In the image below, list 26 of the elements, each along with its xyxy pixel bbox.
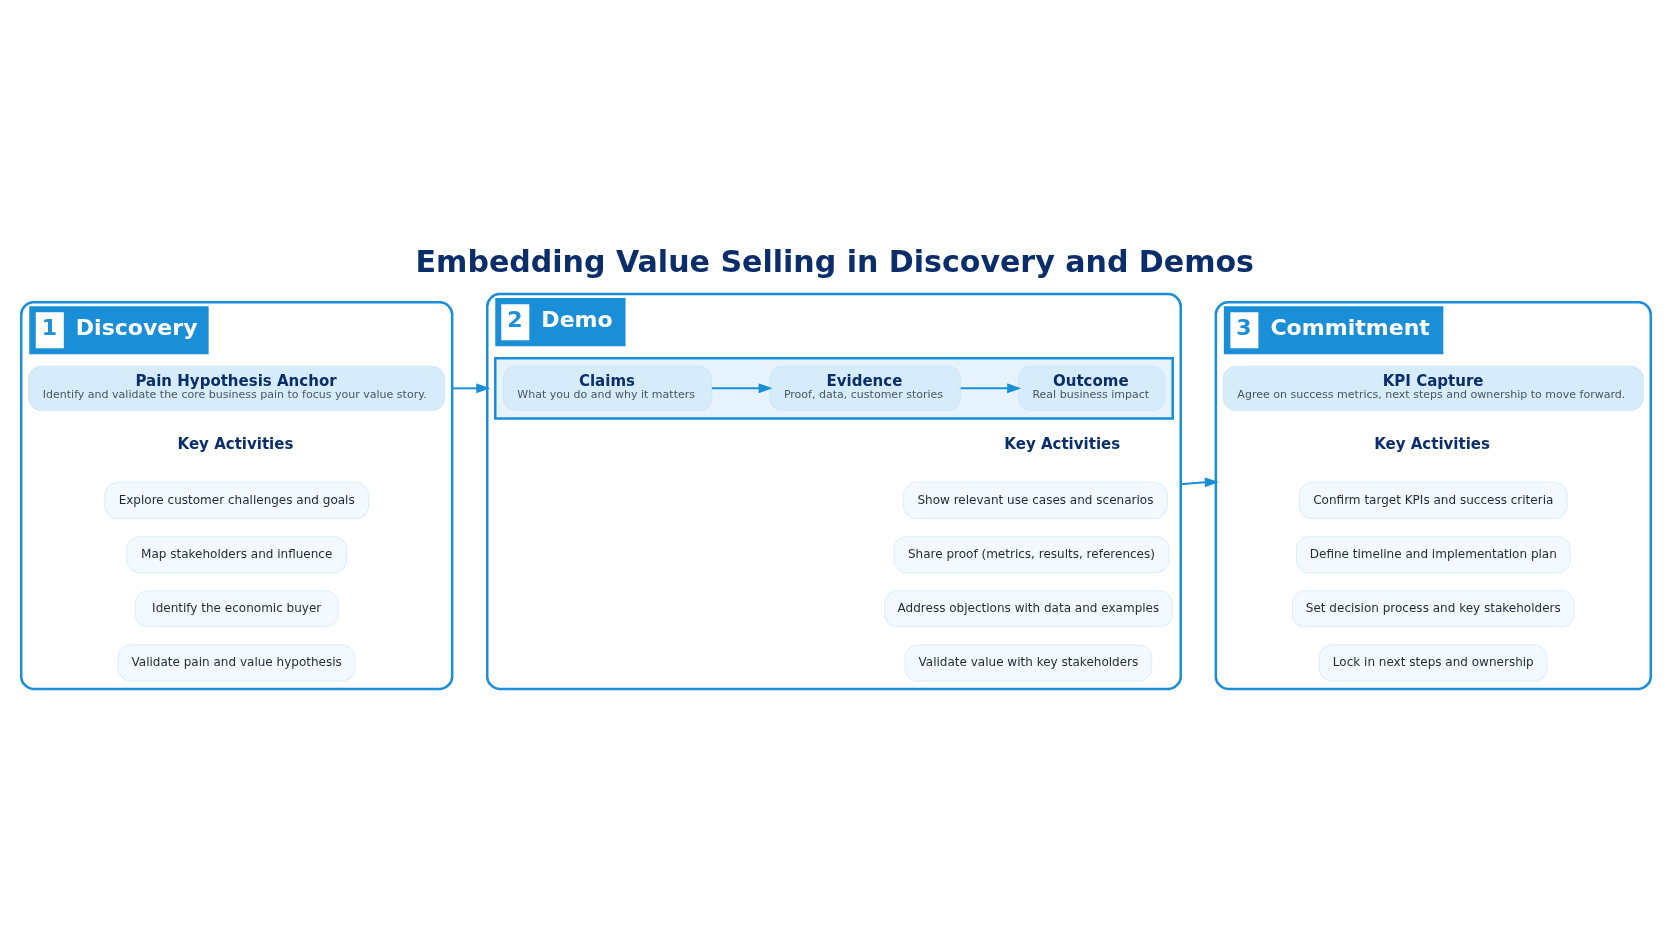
node-box: Address objections with data and examples: [884, 589, 1173, 627]
node-box: Share proof (metrics, results, references): [893, 535, 1170, 573]
arrow: [451, 382, 491, 393]
cluster: [494, 356, 1174, 420]
node-box: Explore customer challenges and goals: [104, 481, 369, 519]
node-box: Set decision process and key stakeholders: [1292, 589, 1575, 627]
diagram-title: Embedding Value Selling in Discovery and Demos: [415, 243, 1255, 279]
node-box: Show relevant use cases and scenarios: [903, 481, 1168, 519]
node-box: Pain Hypothesis Anchor Identify and validate the core business pain to focus your value story.: [28, 365, 446, 411]
node-box: Map stakeholders and influence: [126, 535, 347, 573]
node-box: Claims What you do and why it matters: [502, 365, 713, 411]
node-box: KPI Capture Agree on success metrics, next steps and ownership to move forward.: [1222, 365, 1644, 411]
node-box: Define timeline and implementation plan: [1296, 535, 1571, 573]
arrow: [710, 382, 773, 393]
label: Key Activities: [1374, 434, 1490, 453]
arrow: [1179, 476, 1219, 487]
node-box: Evidence Proof, data, customer stories: [769, 365, 961, 411]
label: Key Activities: [1004, 434, 1121, 453]
node-box: Validate pain and value hypothesis: [117, 643, 356, 681]
arrow: [959, 382, 1022, 393]
node-box: Lock in next steps and ownership: [1319, 643, 1548, 681]
node-box: Identify the economic buyer: [135, 589, 339, 627]
node-box: Confirm target KPIs and success criteria: [1299, 481, 1568, 519]
node-box: Validate value with key stakeholders: [904, 643, 1153, 681]
node-box: Outcome Real business impact: [1017, 365, 1166, 411]
label: Key Activities: [177, 434, 294, 453]
